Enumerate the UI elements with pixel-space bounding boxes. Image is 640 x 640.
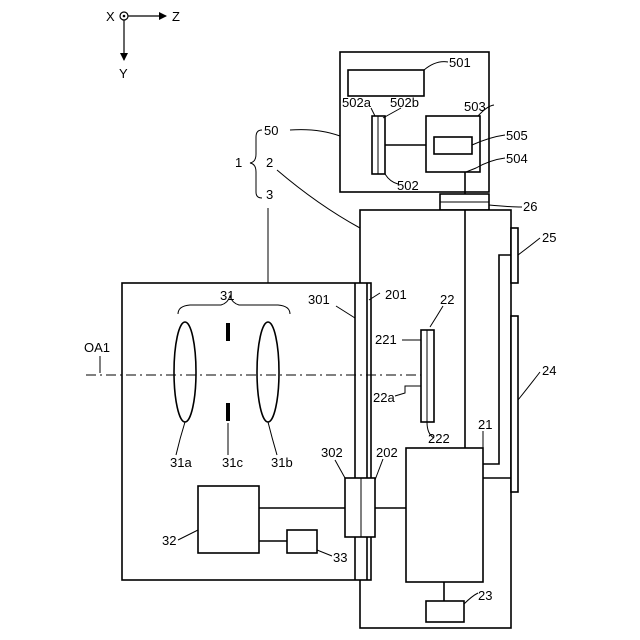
body-2 (360, 210, 518, 628)
label-221: 221 (375, 332, 397, 347)
label-3: 3 (266, 187, 273, 202)
component-23 (426, 601, 464, 622)
component-25 (511, 228, 518, 283)
component-21 (406, 448, 483, 582)
label-32: 32 (162, 533, 176, 548)
label-50: 50 (264, 123, 278, 138)
label-31a: 31a (170, 455, 192, 470)
label-504: 504 (506, 151, 528, 166)
label-23: 23 (478, 588, 492, 603)
label-502a: 502a (342, 95, 372, 110)
label-502: 502 (397, 178, 419, 193)
label-33: 33 (333, 550, 347, 565)
component-33 (287, 530, 317, 553)
x-axis-label: X (106, 9, 115, 24)
label-2: 2 (266, 155, 273, 170)
label-22a: 22a (373, 390, 395, 405)
label-301: 301 (308, 292, 330, 307)
label-202: 202 (376, 445, 398, 460)
component-505 (434, 137, 472, 154)
brace-unit-1 (250, 130, 262, 198)
aperture-31c-upper (226, 323, 230, 341)
lens-31a (174, 322, 196, 422)
label-302: 302 (321, 445, 343, 460)
component-24 (511, 316, 518, 492)
unit-50 (340, 52, 489, 192)
label-503: 503 (464, 99, 486, 114)
coordinate-axes: X Z Y (106, 9, 180, 81)
label-502b: 502b (390, 95, 419, 110)
label-22: 22 (440, 292, 454, 307)
label-26: 26 (523, 199, 537, 214)
lens-31b (257, 322, 279, 422)
label-24: 24 (542, 363, 556, 378)
connector-302-202 (345, 478, 375, 537)
label-oa1: OA1 (84, 340, 110, 355)
x-axis-dot (123, 15, 126, 18)
label-501: 501 (449, 55, 471, 70)
label-1: 1 (235, 155, 242, 170)
component-501 (348, 70, 424, 96)
label-31b: 31b (271, 455, 293, 470)
label-31: 31 (220, 288, 234, 303)
y-axis-label: Y (119, 66, 128, 81)
label-201: 201 (385, 287, 407, 302)
z-axis-label: Z (172, 9, 180, 24)
label-21: 21 (478, 417, 492, 432)
label-505: 505 (506, 128, 528, 143)
label-25: 25 (542, 230, 556, 245)
aperture-31c-lower (226, 403, 230, 421)
label-222: 222 (428, 431, 450, 446)
component-32 (198, 486, 259, 553)
label-31c: 31c (222, 455, 243, 470)
